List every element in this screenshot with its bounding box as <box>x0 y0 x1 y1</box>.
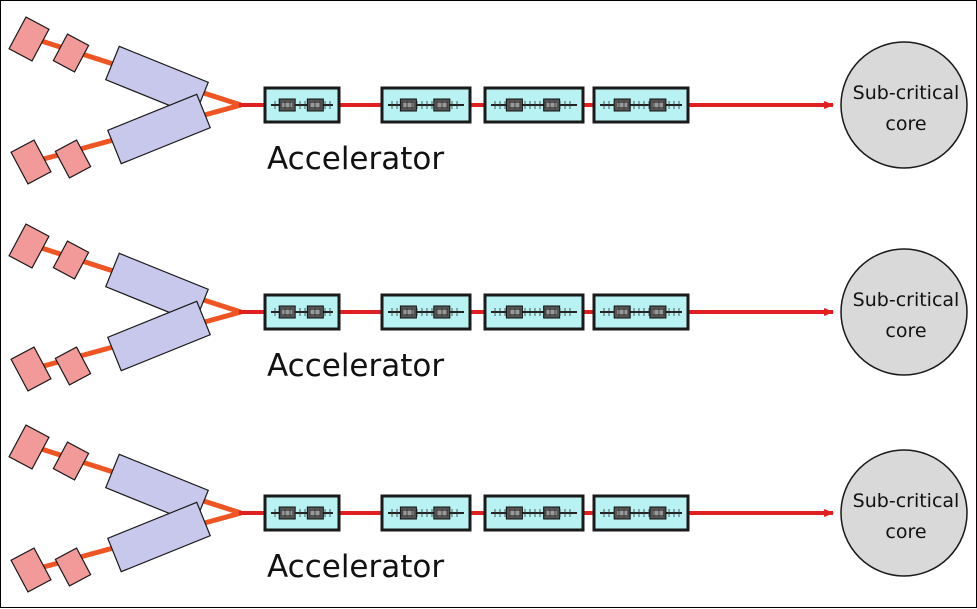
bending-magnet-icon <box>104 252 210 324</box>
reactor-core-icon: Sub-critical core <box>840 41 968 169</box>
ion-source-icon <box>8 223 50 269</box>
reactor-core-icon: Sub-critical core <box>840 449 968 577</box>
accelerator-row-3: Accelerator Sub-critical core <box>8 424 968 593</box>
bending-magnet-icon <box>104 453 210 525</box>
cavity-highlight <box>546 511 557 515</box>
accelerator-module-icon <box>263 86 341 124</box>
ion-source-icon <box>54 547 92 587</box>
accelerator-module-icon <box>592 86 690 124</box>
reactor-core-icon: Sub-critical core <box>840 248 968 376</box>
accelerator-module-icon <box>483 494 585 532</box>
cavity-highlight <box>509 310 520 314</box>
accelerator-module-icon <box>483 293 585 331</box>
cavity-highlight <box>617 310 628 314</box>
bending-magnet-icon <box>106 501 212 573</box>
bending-magnet-icon <box>106 300 212 372</box>
cavity-highlight <box>652 310 663 314</box>
core-label-line1: Sub-critical <box>853 490 960 512</box>
accelerator-row-1: Accelerator Sub-critical core <box>8 16 968 185</box>
accelerator-module-icon <box>263 293 341 331</box>
core-circle <box>840 41 968 169</box>
cavity-highlight <box>509 103 520 107</box>
core-label-line2: core <box>885 113 926 135</box>
accelerator-module-icon <box>592 293 690 331</box>
core-label-line1: Sub-critical <box>853 289 960 311</box>
cavity-highlight <box>282 511 293 515</box>
cavity-highlight <box>546 310 557 314</box>
core-label-line2: core <box>885 320 926 342</box>
injector-section <box>8 223 242 392</box>
accelerator-label: Accelerator <box>267 141 444 177</box>
accelerator-module-icon <box>380 86 472 124</box>
ion-source-icon <box>10 139 52 185</box>
accelerator-module-icon <box>263 494 341 532</box>
ion-source-icon <box>8 424 50 470</box>
accelerator-module-icon <box>483 86 585 124</box>
accelerator-row-2: Accelerator Sub-critical core <box>8 223 968 392</box>
ion-source-icon <box>54 346 92 386</box>
injector-section <box>8 424 242 593</box>
bending-magnet-icon <box>106 93 212 165</box>
cavity-highlight <box>652 103 663 107</box>
cavity-highlight <box>617 511 628 515</box>
cavity-highlight <box>617 103 628 107</box>
cavity-highlight <box>282 103 293 107</box>
accelerator-label: Accelerator <box>267 549 444 585</box>
core-circle <box>840 449 968 577</box>
ion-source-icon <box>52 441 90 481</box>
ion-source-icon <box>52 240 90 280</box>
ion-source-icon <box>8 16 50 62</box>
core-circle <box>840 248 968 376</box>
cavity-highlight <box>652 511 663 515</box>
cavity-highlight <box>403 511 414 515</box>
ion-source-icon <box>10 346 52 392</box>
accelerator-module-icon <box>380 494 472 532</box>
cavity-highlight <box>546 103 557 107</box>
accelerator-label: Accelerator <box>267 348 444 384</box>
ion-source-icon <box>52 33 90 73</box>
injector-section <box>8 16 242 185</box>
accelerator-module-icon <box>380 293 472 331</box>
cavity-highlight <box>403 310 414 314</box>
core-label-line2: core <box>885 521 926 543</box>
cavity-highlight <box>509 511 520 515</box>
cavity-highlight <box>282 310 293 314</box>
cavity-highlight <box>403 103 414 107</box>
ion-source-icon <box>10 547 52 593</box>
core-label-line1: Sub-critical <box>853 82 960 104</box>
accelerator-module-icon <box>592 494 690 532</box>
bending-magnet-icon <box>104 45 210 117</box>
ion-source-icon <box>54 139 92 179</box>
